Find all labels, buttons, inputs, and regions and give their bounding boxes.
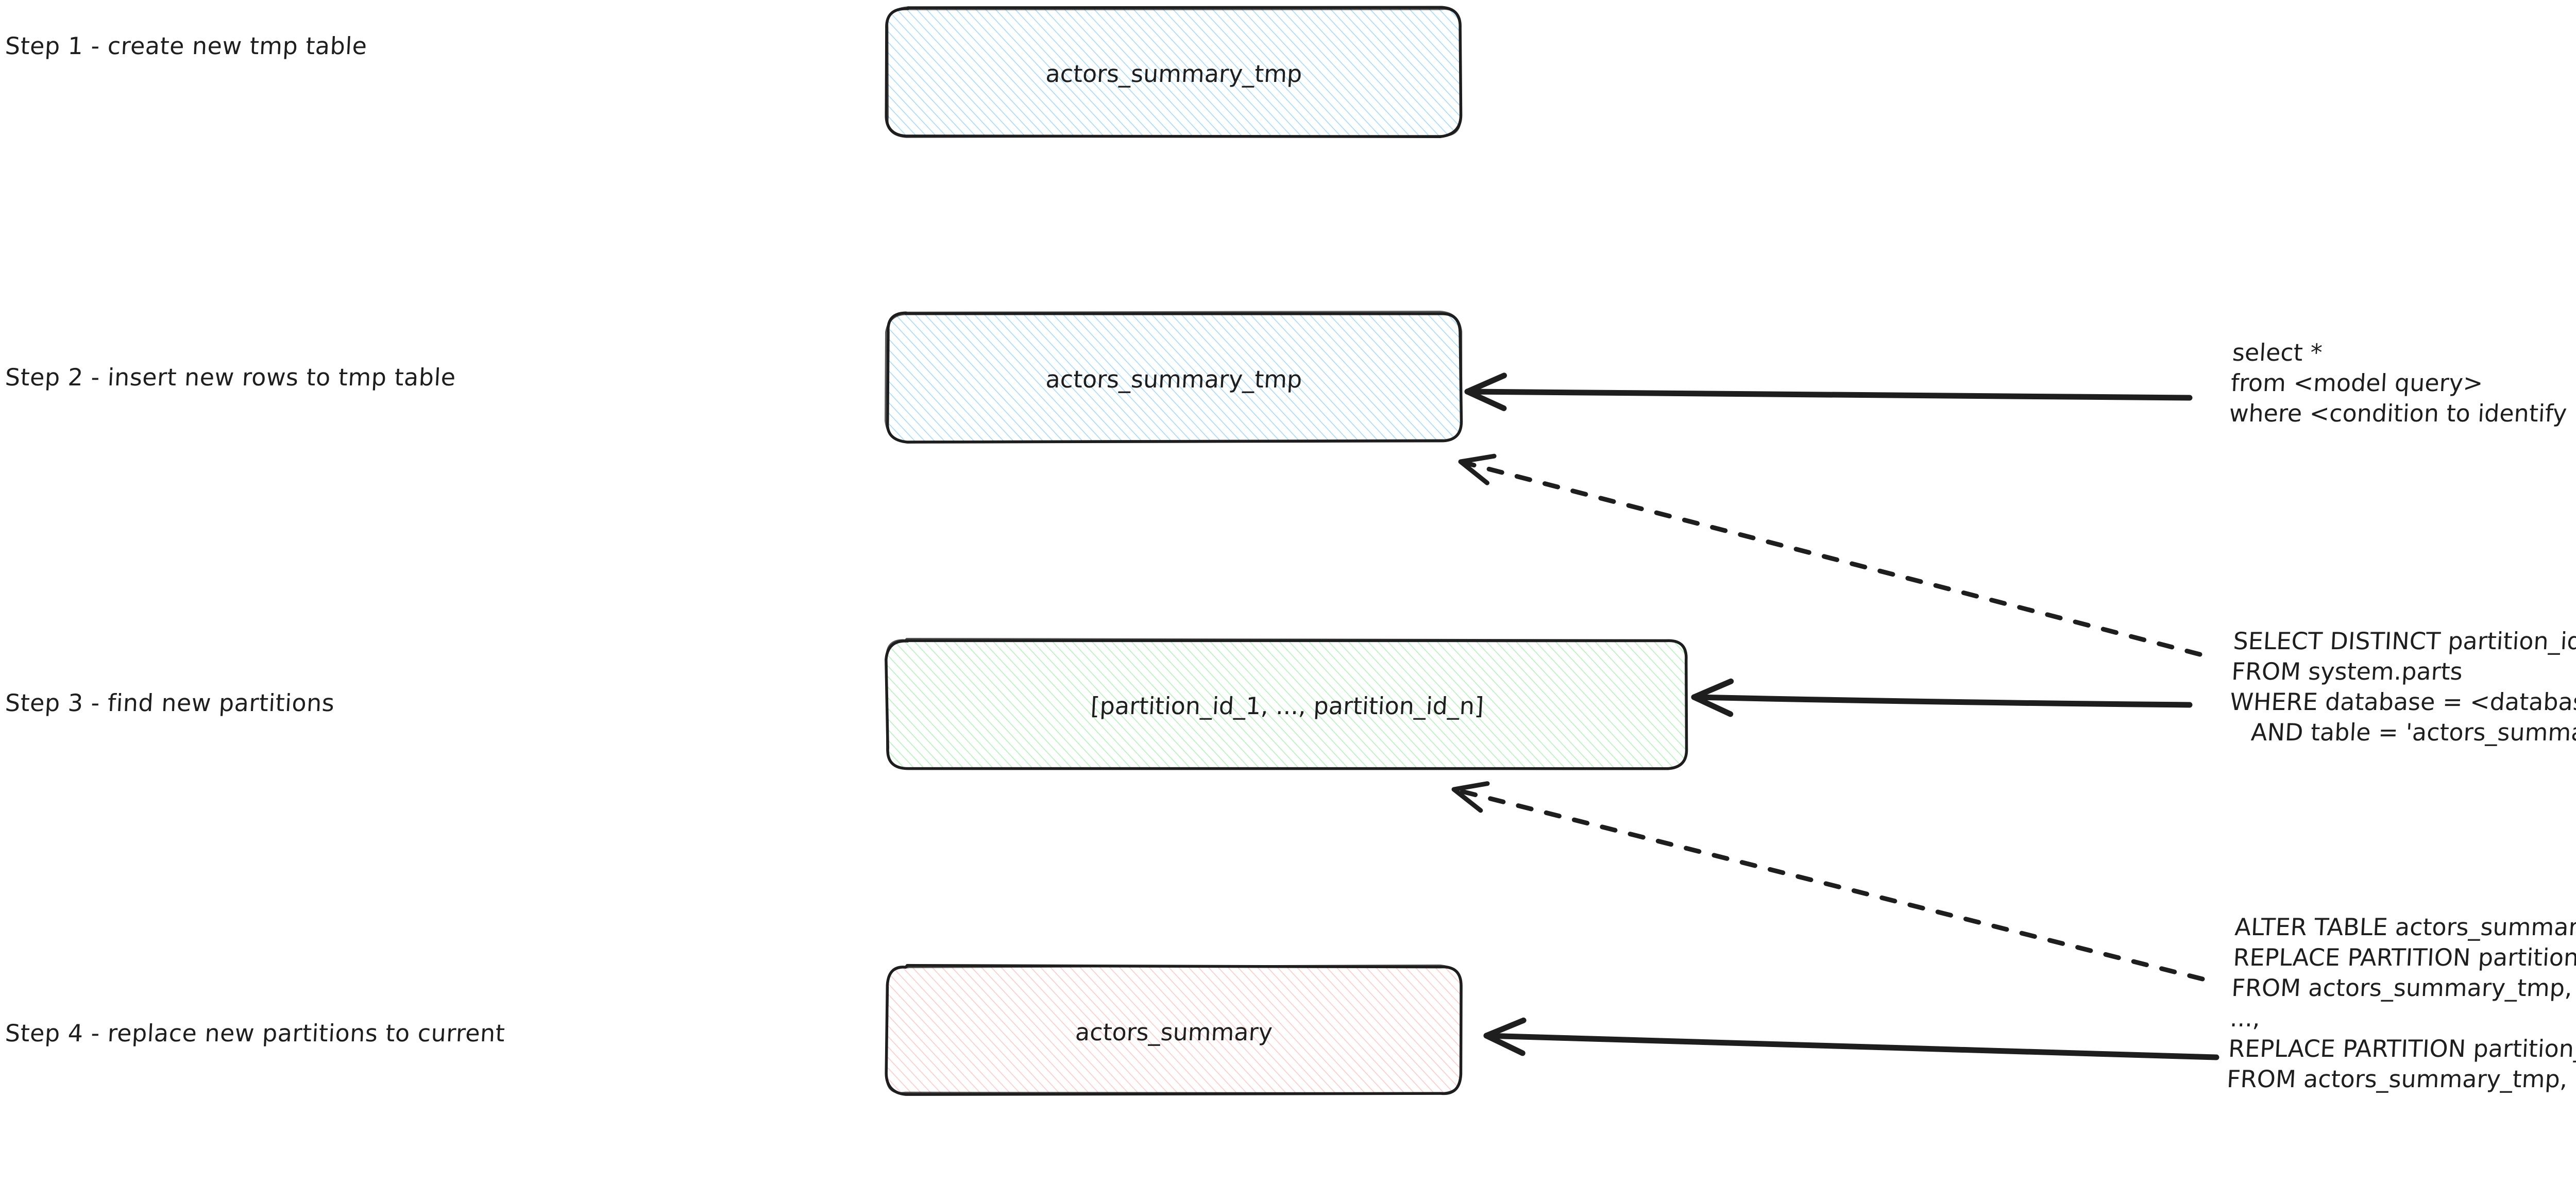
- sql-block-step-4: ALTER TABLE actors_summary REPLACE PARTI…: [2226, 913, 2576, 1093]
- step-label-4: Step 4 - replace new partitions to curre…: [4, 1019, 506, 1047]
- node-partition-list[interactable]: [887, 640, 1687, 768]
- step-label-1: Step 1 - create new tmp table: [4, 32, 368, 60]
- arrow-partition-list-to-sql4: [1451, 781, 2205, 982]
- node-tmp-table-1[interactable]: [887, 8, 1461, 136]
- sql-block-step-3: SELECT DISTINCT partition_id FROM system…: [2229, 627, 2576, 746]
- arrow-sql3-to-partition-list: [1691, 678, 2193, 717]
- sql-block-step-2: select * from <model query> where <condi…: [2228, 339, 2576, 427]
- arrow-sql2-to-tmp-table-2: [1464, 373, 2193, 411]
- step-label-2: Step 2 - insert new rows to tmp table: [4, 363, 457, 391]
- step-label-3: Step 3 - find new partitions: [4, 689, 335, 717]
- arrow-sql4-to-actors-summary: [1483, 1017, 2219, 1060]
- node-tmp-table-2[interactable]: [887, 313, 1461, 441]
- node-actors-summary[interactable]: [887, 966, 1461, 1094]
- arrow-tmp-table-2-to-partition-list: [1458, 453, 2202, 657]
